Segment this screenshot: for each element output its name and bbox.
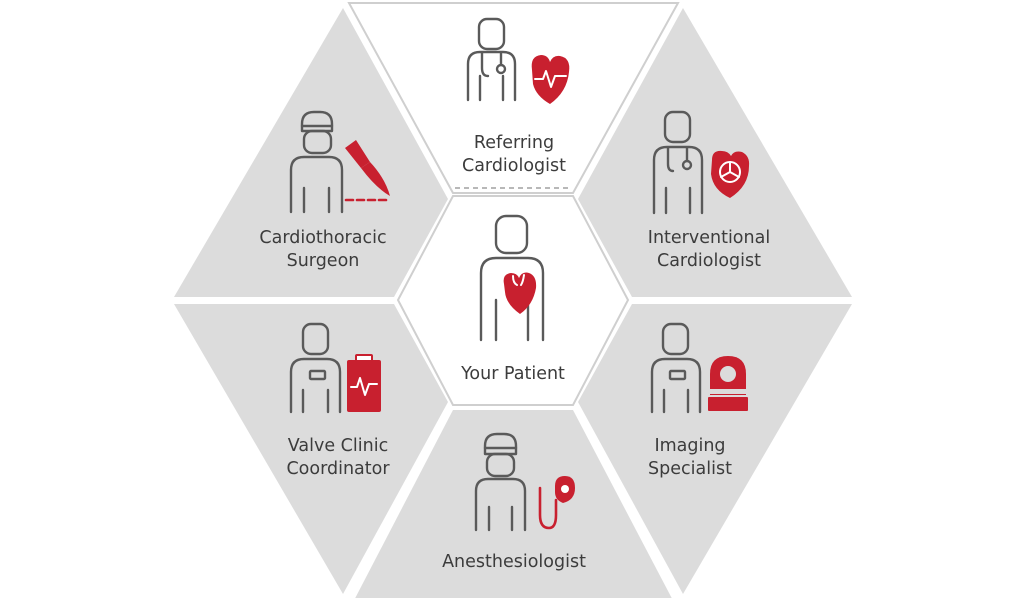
label-imaging-specialist-2: Specialist — [648, 459, 732, 479]
scanner-icon — [650, 322, 748, 414]
scalpel-icon — [289, 110, 390, 214]
label-referring-cardiologist-1: Referring — [474, 133, 554, 153]
label-anesthesiologist: Anesthesiologist — [442, 552, 586, 572]
label-interventional-cardiologist-1: Interventional — [648, 228, 770, 248]
panel-imaging-specialist — [578, 304, 852, 594]
label-valve-clinic-coordinator-1: Valve Clinic — [288, 436, 388, 456]
doctor-heart-icon — [466, 17, 570, 104]
label-imaging-specialist-1: Imaging — [654, 436, 725, 456]
clipboard-icon — [289, 322, 381, 414]
label-interventional-cardiologist-2: Cardiologist — [657, 251, 761, 271]
label-cardiothoracic-surgeon-2: Surgeon — [287, 251, 360, 271]
anesthesia-mask-icon — [474, 432, 575, 532]
label-cardiothoracic-surgeon-1: Cardiothoracic — [259, 228, 386, 248]
doctor-valve-icon — [652, 110, 750, 215]
label-your-patient: Your Patient — [460, 364, 565, 384]
label-referring-cardiologist-2: Cardiologist — [462, 156, 566, 176]
panel-referring-cardiologist — [347, 1, 680, 194]
label-valve-clinic-coordinator-2: Coordinator — [286, 459, 390, 479]
patient-heart-icon — [479, 214, 545, 342]
panel-anesthesiologist — [355, 410, 672, 598]
